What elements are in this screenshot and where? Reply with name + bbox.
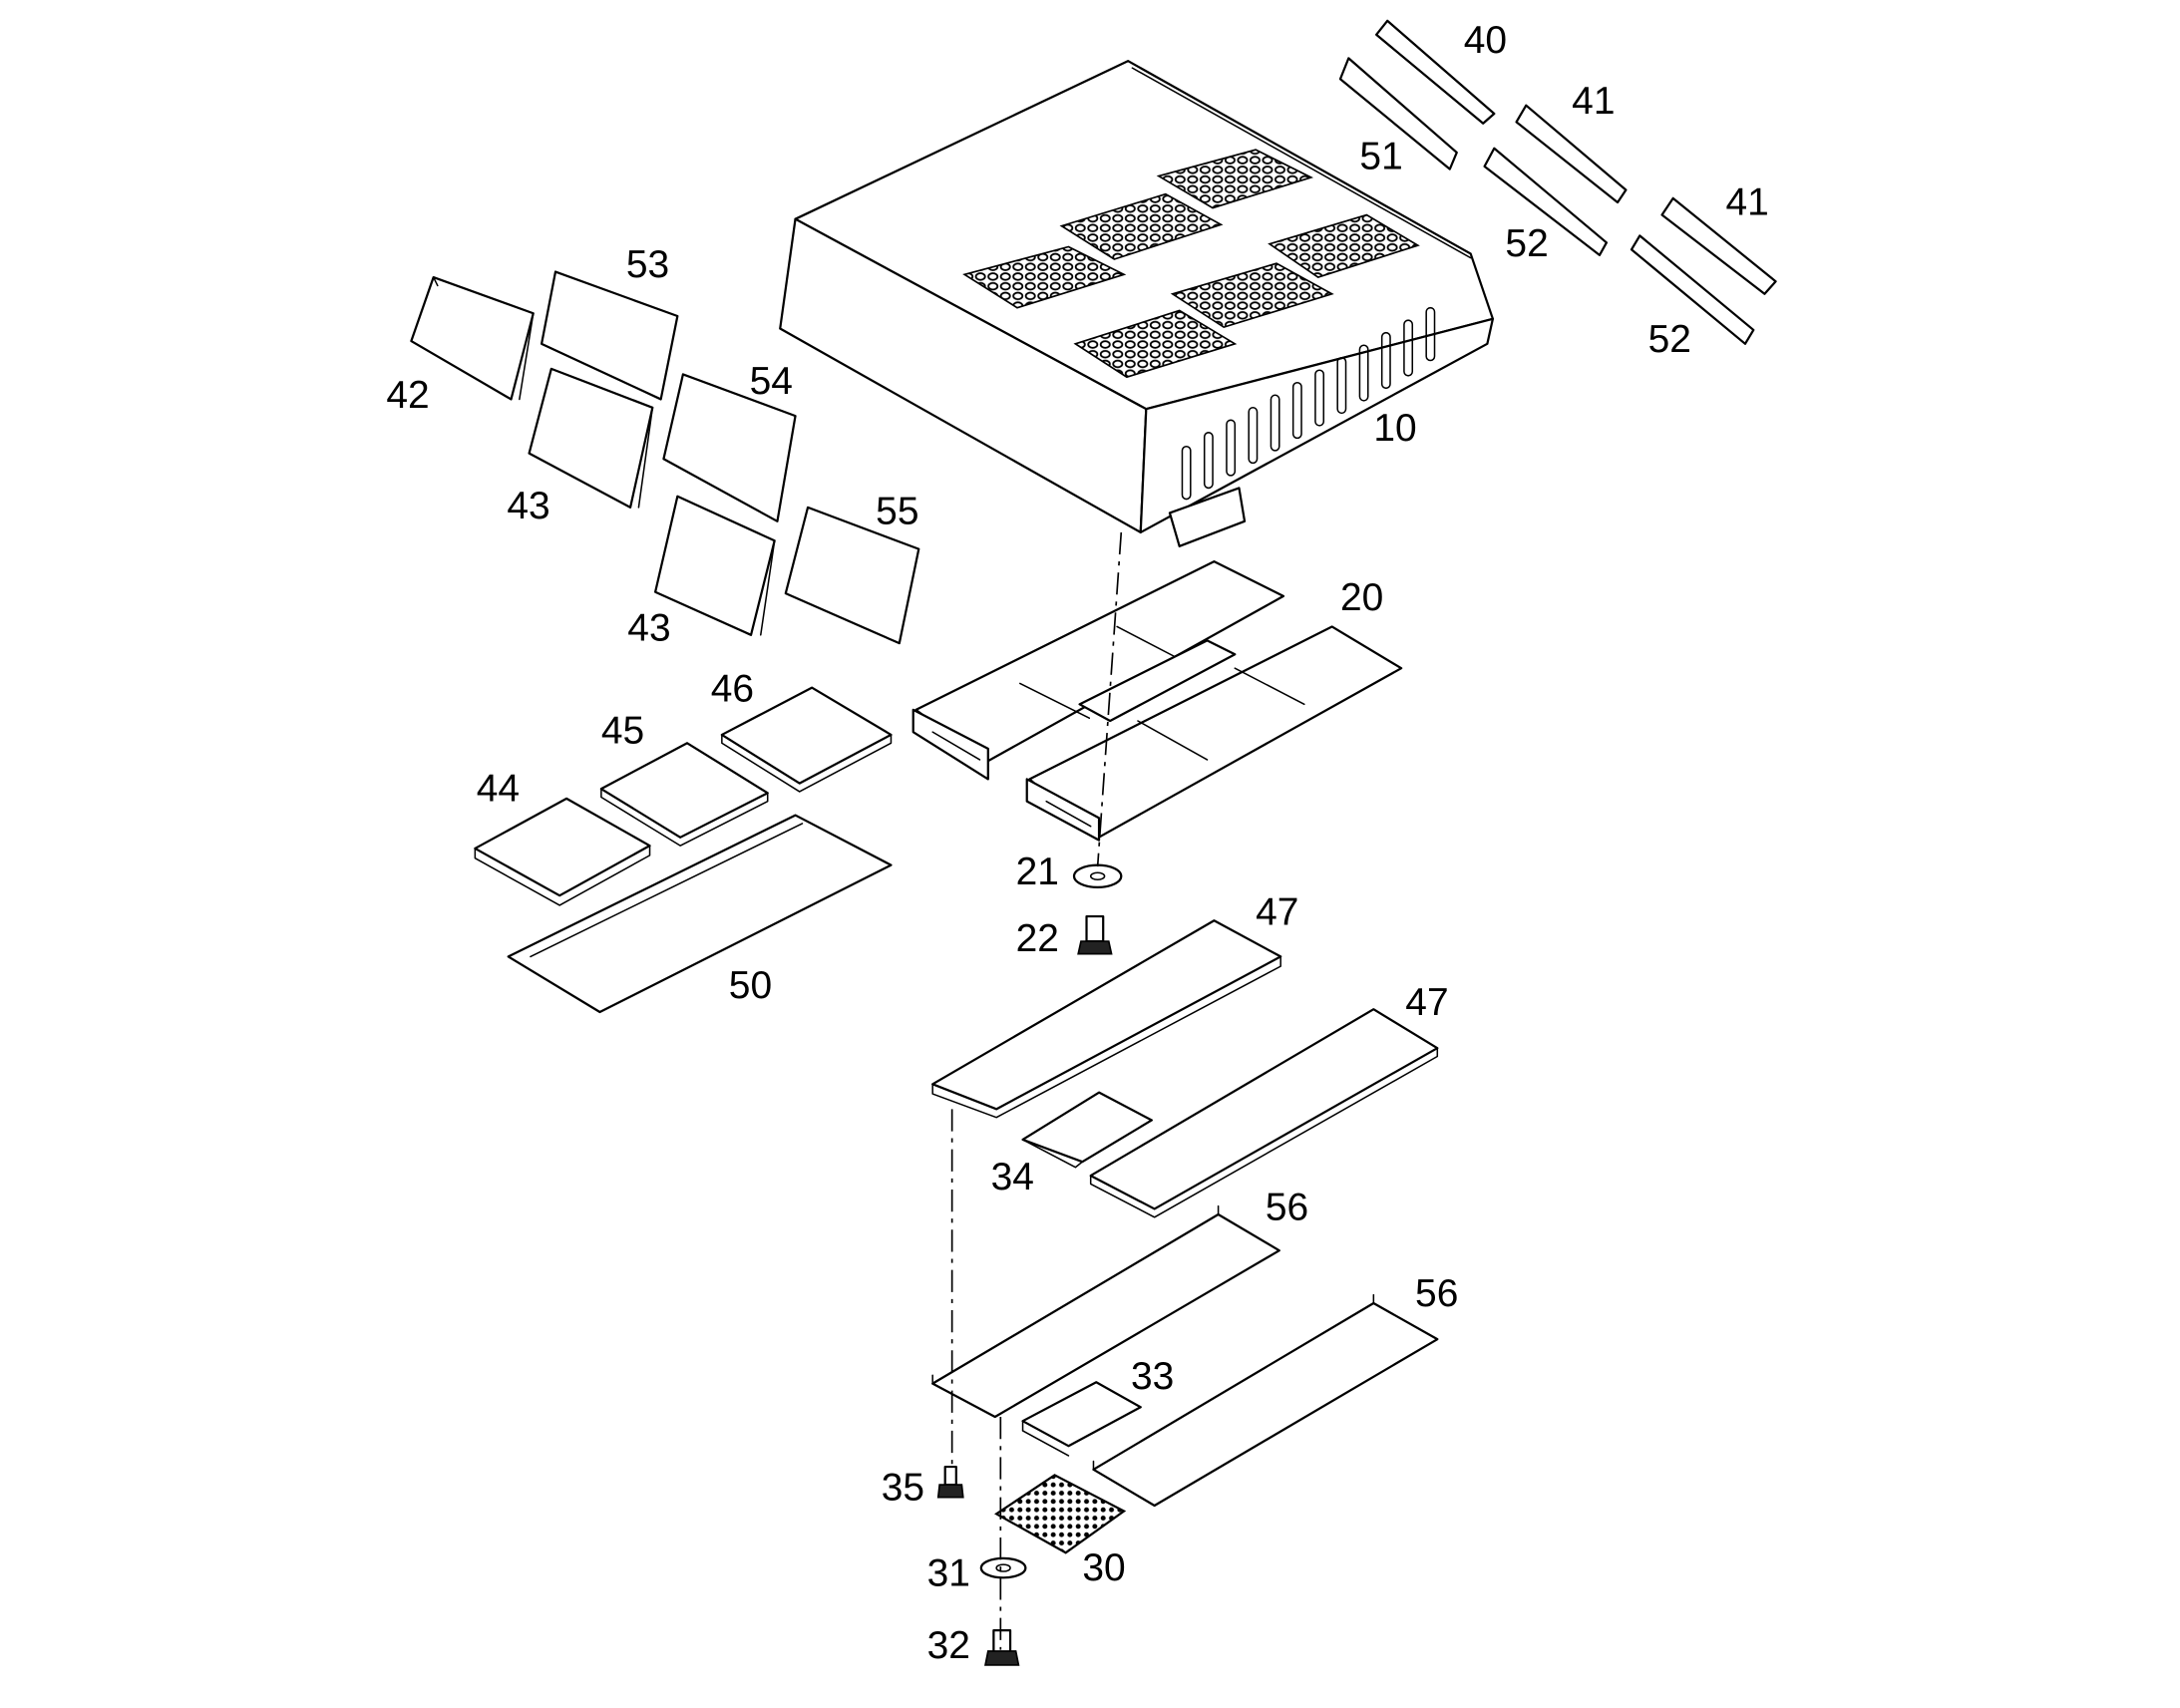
- callout-56b: 56: [1415, 1272, 1458, 1315]
- panel-part-56b: [1092, 1293, 1439, 1508]
- callout-50: 50: [729, 964, 772, 1007]
- callout-41b: 41: [1726, 181, 1769, 224]
- callout-56a: 56: [1266, 1187, 1308, 1229]
- filter-part-41a: [1515, 104, 1628, 204]
- mesh-grille-part-30: [994, 1474, 1127, 1554]
- callout-22: 22: [1016, 917, 1059, 960]
- callout-32: 32: [927, 1624, 970, 1667]
- callout-42: 42: [386, 374, 429, 417]
- callout-51: 51: [1359, 136, 1402, 178]
- panel-part-47a: [931, 919, 1282, 1119]
- filter-part-40: [1375, 19, 1496, 125]
- screw-part-35: [936, 1465, 964, 1499]
- callout-53: 53: [626, 243, 669, 286]
- filter-part-43b: [653, 495, 776, 636]
- gasket-part-50: [507, 814, 893, 1014]
- bracket-part-34: [1021, 1091, 1153, 1169]
- callout-21: 21: [1016, 851, 1059, 893]
- callout-30: 30: [1082, 1546, 1125, 1589]
- pad-part-45: [599, 742, 769, 847]
- filter-frame-part-20: [911, 560, 1403, 842]
- filter-part-41b: [1660, 196, 1777, 295]
- callout-52a: 52: [1505, 222, 1548, 265]
- filter-part-54: [662, 373, 797, 522]
- callout-20: 20: [1340, 576, 1383, 619]
- callout-55: 55: [876, 491, 918, 533]
- screw-part-22: [1077, 914, 1113, 955]
- callout-47a: 47: [1256, 890, 1298, 933]
- filter-part-53: [540, 270, 679, 401]
- callout-43b: 43: [627, 606, 670, 649]
- pad-part-46: [720, 686, 893, 793]
- callout-31: 31: [927, 1552, 970, 1595]
- filter-part-52a: [1483, 147, 1609, 256]
- filter-part-43a: [528, 367, 654, 510]
- callout-41a: 41: [1572, 80, 1615, 123]
- filter-part-51: [1338, 57, 1458, 171]
- washer-part-21: [1072, 863, 1123, 888]
- callout-10: 10: [1373, 407, 1416, 450]
- panel-part-47b: [1089, 1008, 1439, 1218]
- filter-part-52b: [1630, 234, 1755, 345]
- assembly-leader-lines: [950, 531, 1123, 1650]
- filter-part-42: [410, 275, 535, 401]
- callout-35: 35: [882, 1466, 924, 1509]
- callout-33: 33: [1131, 1355, 1174, 1398]
- screw-part-32: [984, 1629, 1020, 1666]
- callout-52b: 52: [1648, 318, 1691, 361]
- callout-labels: 10 20 21 22 30 31 32 33 34 35 40 41 41 4…: [386, 19, 1768, 1667]
- washer-part-31: [979, 1556, 1027, 1579]
- callout-40: 40: [1464, 19, 1507, 62]
- callout-43a: 43: [507, 485, 549, 527]
- callout-45: 45: [601, 709, 644, 752]
- callout-46: 46: [711, 668, 754, 711]
- callout-34: 34: [991, 1156, 1034, 1198]
- callout-47b: 47: [1405, 981, 1448, 1024]
- callout-54: 54: [750, 360, 793, 403]
- callout-44: 44: [477, 768, 520, 811]
- panel-part-56a: [931, 1204, 1280, 1419]
- housing-part-10: [779, 60, 1495, 547]
- pad-part-33: [1021, 1381, 1142, 1457]
- pad-part-44: [474, 797, 651, 906]
- filter-part-55: [784, 506, 920, 645]
- side-vent-slots: [1181, 306, 1436, 501]
